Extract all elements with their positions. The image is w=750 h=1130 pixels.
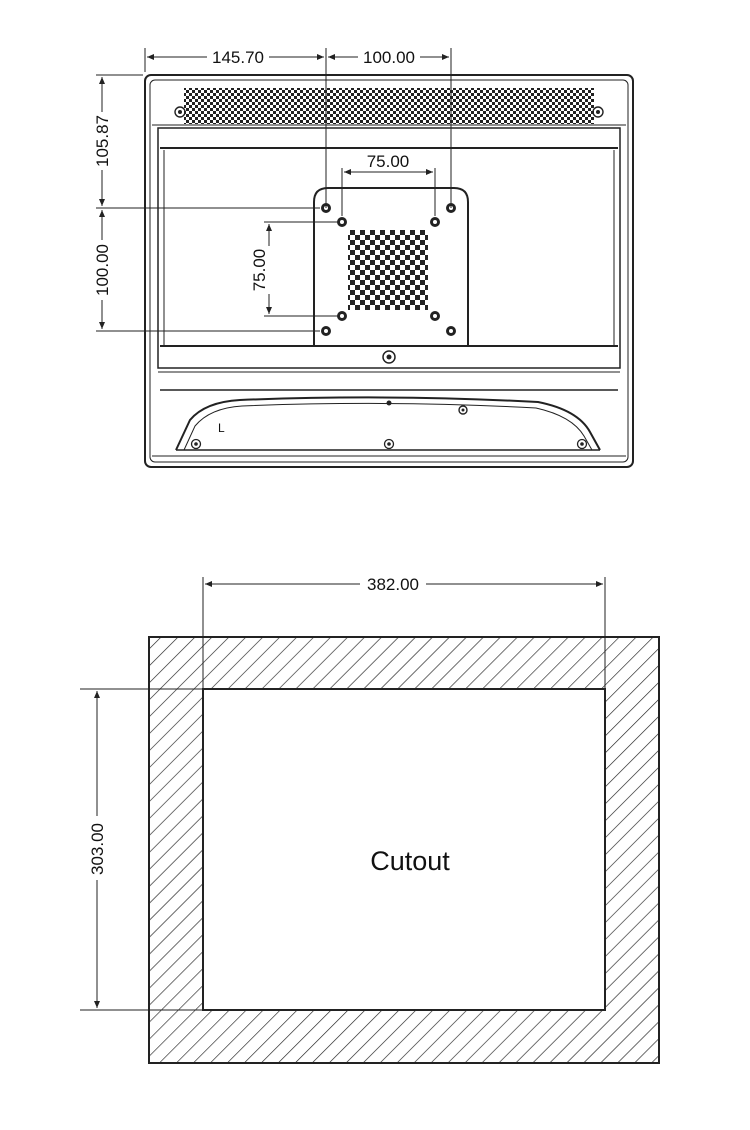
rear-view: L 145.70 100.00 75.00 105.87 100.00: [91, 46, 634, 468]
center-screw: [382, 350, 396, 364]
vesa-mount-plate: [313, 187, 469, 346]
bottom-screw-center: [383, 438, 395, 450]
cutout-label: Cutout: [370, 846, 450, 876]
dim-inner-mount-width: 75.00: [367, 152, 410, 171]
dim-top-to-mount: 105.87: [93, 115, 112, 167]
screw-top-right: [592, 106, 604, 118]
dim-cutout-height: 303.00: [88, 823, 107, 875]
bottom-screw-right: [576, 438, 588, 450]
dim-cutout-width: 382.00: [367, 575, 419, 594]
dim-left-to-mount: 145.70: [212, 48, 264, 67]
screw-top-left: [174, 106, 186, 118]
cutout-area: [202, 688, 606, 1011]
bottom-screw-mid-right: [458, 405, 468, 415]
housing-outline: [144, 74, 634, 468]
bottom-screw-left: [190, 438, 202, 450]
dim-inner-mount-height: 75.00: [250, 249, 269, 292]
mount-vent: [348, 230, 428, 310]
dim-mount-height: 100.00: [93, 244, 112, 296]
bottom-housing: [175, 396, 601, 451]
hatched-border: [149, 637, 659, 1063]
rear-panel: [157, 127, 621, 369]
cutout-view: Cutout 382.00 303.00: [80, 573, 660, 1064]
corner-mark: L: [218, 421, 225, 435]
dim-mount-width: 100.00: [363, 48, 415, 67]
housing-inner-outline: [149, 79, 629, 463]
top-grille: [184, 88, 594, 124]
